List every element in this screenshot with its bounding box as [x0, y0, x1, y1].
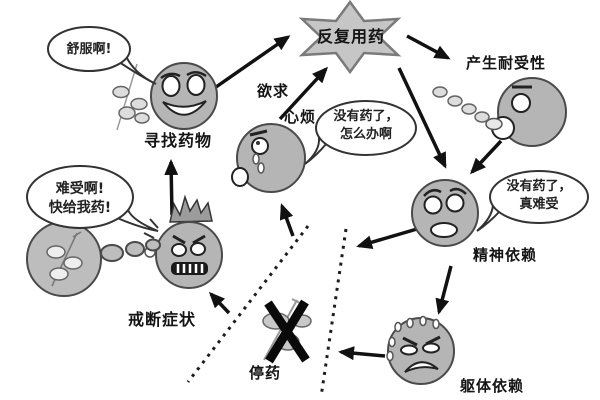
label-stop-drug: 停药: [248, 364, 281, 382]
drug-thought-bubble-icon: [26, 221, 161, 297]
label-physical-dependence: 躯体依赖: [459, 377, 524, 395]
barrier-dotted-lines: [186, 225, 348, 398]
arrow-tolerance-to-mental: [469, 139, 503, 175]
label-annoyed: 心烦: [283, 108, 316, 126]
arrow-stop-to-withdrawal: [208, 291, 231, 315]
repeat-use-star: [298, 0, 402, 75]
arrow-physical-to-stop: [338, 346, 386, 361]
arrow-mental-to-craving: [356, 227, 418, 250]
arrow-withdrawal-to-seek: [164, 159, 179, 216]
bubble-line: 没有药了，: [506, 179, 572, 194]
arrow-craving-to-repeat: [278, 66, 329, 121]
arrow-mental-to-physical: [435, 265, 453, 315]
bubble-line: 真难受: [519, 196, 559, 212]
label-tolerance: 产生耐受性: [465, 54, 546, 72]
speech-bubble-give-me-drug: [26, 165, 159, 232]
label-seek-drug: 寻找药物: [143, 131, 212, 150]
bubble-text-no-drug-suffer: 没有药了， 真难受: [492, 178, 586, 213]
speech-bubble-comfort: [47, 26, 157, 85]
pills-icon: [112, 63, 150, 131]
bubble-line: 怎么办啊: [339, 126, 392, 142]
cycle-arrows: [164, 34, 503, 361]
bubble-text-give-me-drug: 难受啊! 快给我药!: [30, 180, 130, 218]
swallowing-face-icon: [432, 77, 567, 147]
arrow-repeat-to-tolerance: [406, 34, 451, 60]
furious-face-icon: [143, 194, 223, 289]
bubble-text-no-drug-what: 没有药了， 怎么办啊: [318, 108, 414, 143]
angry-sweating-face-icon: [386, 315, 455, 385]
speech-bubble-no-drug-what: [304, 100, 417, 165]
dotted-line-left: [186, 225, 310, 383]
label-withdrawal: 戒断症状: [127, 310, 196, 329]
bubble-line: 难受啊!: [55, 181, 105, 197]
arrow-repeat-to-mental: [397, 67, 447, 169]
bubble-line: 没有药了，: [333, 109, 399, 124]
crying-face-icon: [231, 123, 306, 193]
label-craving: 欲求: [256, 82, 289, 100]
arrow-seek-to-repeat: [215, 35, 291, 89]
dotted-line-right: [319, 228, 348, 398]
arrow-gap-to-craving: [279, 203, 295, 237]
label-repeat-use: 反复用药: [316, 27, 385, 46]
speech-bubble-no-drug-suffer: [476, 170, 589, 232]
crossed-out-pills-icon: [262, 298, 312, 364]
happy-face-icon: [150, 62, 218, 130]
worried-face-icon: [411, 179, 479, 247]
label-mental-dependence: 精神依赖: [472, 246, 537, 264]
bubble-text-comfort: 舒服啊!: [66, 42, 112, 57]
bubble-line: 快给我药!: [48, 199, 112, 216]
